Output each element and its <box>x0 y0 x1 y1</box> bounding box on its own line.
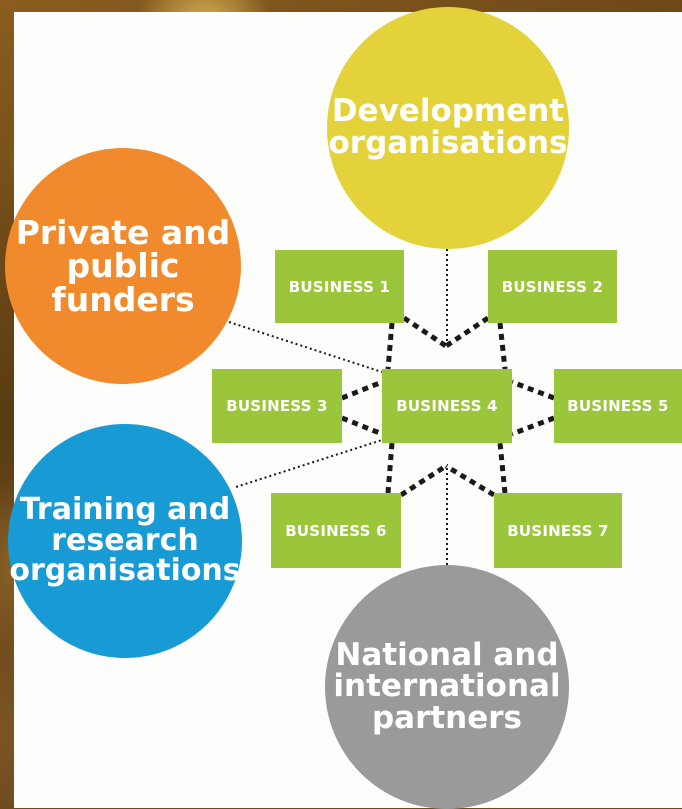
connector-b6-hub <box>399 463 448 498</box>
business-7-label: BUSINESS 7 <box>507 521 609 540</box>
private-public-funders-label: Private and public funders <box>15 212 231 319</box>
connector-b1-hub <box>402 315 448 349</box>
business-3-label: BUSINESS 3 <box>226 397 328 415</box>
business-4-box: BUSINESS 4 <box>382 369 512 443</box>
business-6-box: BUSINESS 6 <box>271 493 401 568</box>
connector-b2-hub <box>444 315 490 349</box>
connector-b3-b4-upper <box>341 379 383 401</box>
connector-b5-b4-upper <box>511 379 555 401</box>
connector-b3-b4-lower <box>341 415 383 437</box>
connector-b2-b4 <box>497 322 508 370</box>
business-5-label: BUSINESS 5 <box>567 397 669 415</box>
connector-b5-b4-lower <box>511 415 555 437</box>
business-5-box: BUSINESS 5 <box>554 369 682 443</box>
connector-b1-b4 <box>385 322 395 370</box>
connector-b7-b4 <box>497 442 508 494</box>
development-organisations-circle: Development organisations <box>327 7 569 249</box>
business-3-box: BUSINESS 3 <box>212 369 342 443</box>
training-research-label: Training and research organisations <box>9 492 241 589</box>
business-1-box: BUSINESS 1 <box>275 250 404 323</box>
business-7-box: BUSINESS 7 <box>494 493 622 568</box>
training-research-circle: Training and research organisations <box>8 424 242 658</box>
connector-b7-hub <box>444 463 496 498</box>
private-public-funders-circle: Private and public funders <box>5 148 241 384</box>
business-2-label: BUSINESS 2 <box>501 277 604 296</box>
business-2-box: BUSINESS 2 <box>488 250 617 323</box>
connector-b6-b4 <box>385 442 395 494</box>
development-organisations-label: Development organisations <box>328 93 568 161</box>
connector-funders <box>228 321 383 373</box>
national-international-partners-circle: National and international partners <box>325 565 569 809</box>
business-6-label: BUSINESS 6 <box>285 521 387 540</box>
business-4-label: BUSINESS 4 <box>396 397 498 415</box>
national-international-partners-label: National and international partners <box>333 636 561 736</box>
connector-training <box>235 439 383 488</box>
business-1-label: BUSINESS 1 <box>288 277 391 296</box>
